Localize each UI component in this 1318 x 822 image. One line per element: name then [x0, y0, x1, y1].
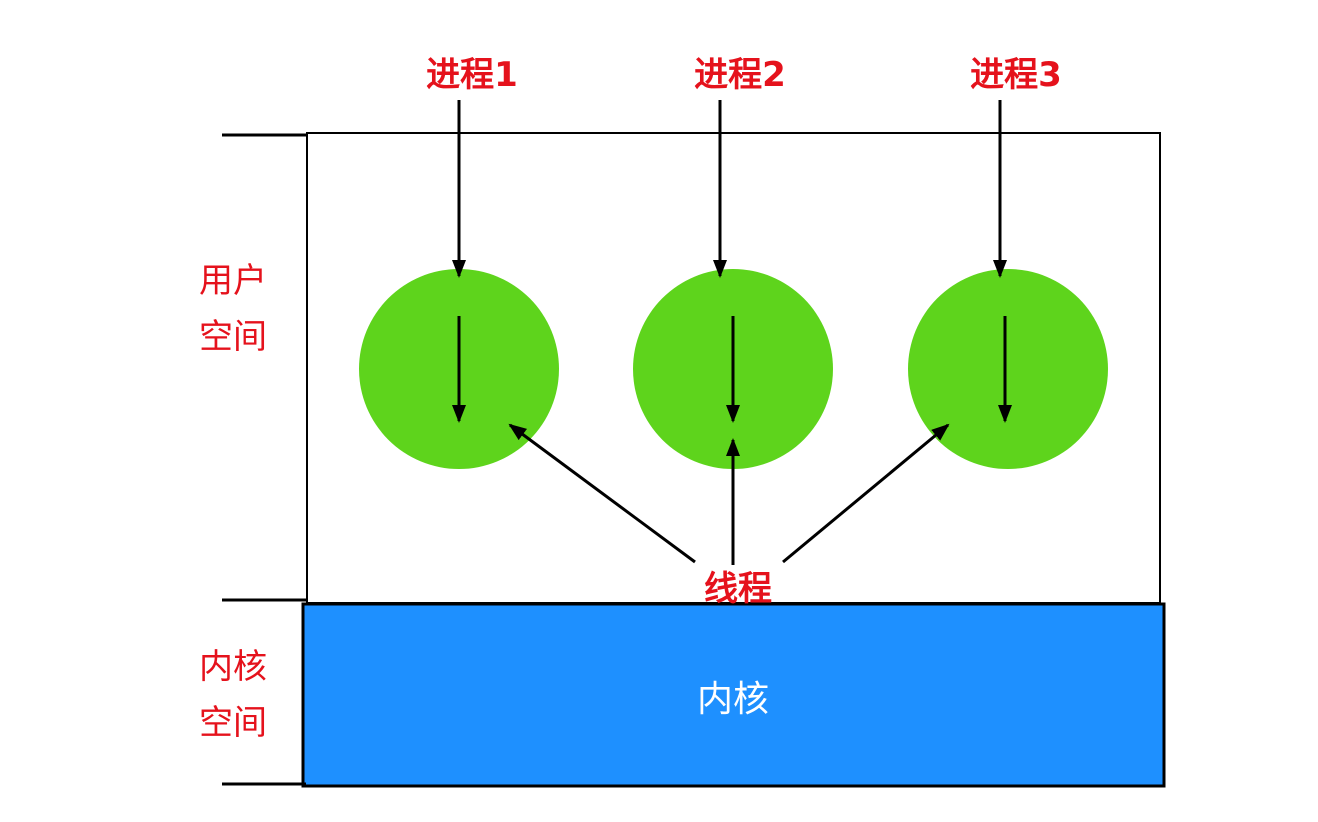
user-space-label-2: 空间 — [199, 317, 267, 357]
thread-label: 线程 — [704, 569, 772, 609]
kernel-space-label-2: 空间 — [199, 703, 267, 743]
process-3-label: 进程3 — [970, 55, 1062, 95]
thread-pointer-1 — [508, 423, 696, 564]
process-2-label: 进程2 — [694, 55, 786, 95]
process-3-circle — [908, 269, 1108, 469]
thread-pointer-3 — [782, 423, 950, 564]
user-space-label-1: 用户 — [199, 261, 267, 301]
process-1-label: 进程1 — [426, 55, 518, 95]
kernel-label: 内核 — [697, 679, 769, 720]
kernel-space-label-1: 内核 — [199, 647, 267, 687]
kernel-box — [301, 602, 1166, 788]
